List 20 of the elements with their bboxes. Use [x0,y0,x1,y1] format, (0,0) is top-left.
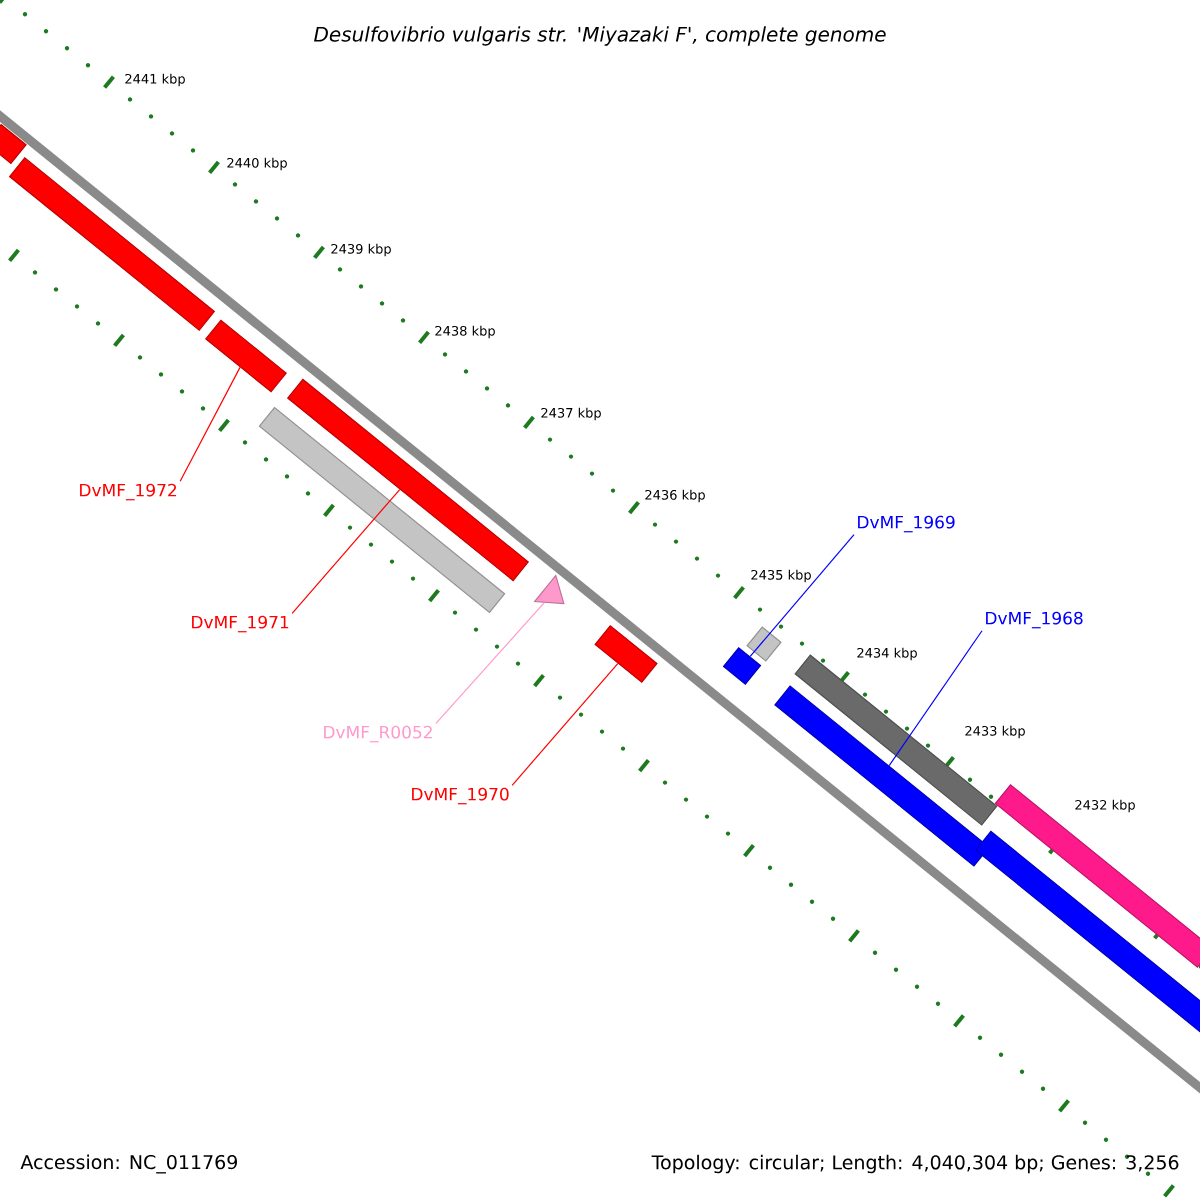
gene-label: DvMF_1972 [80,483,177,501]
leader-line [291,488,401,614]
leader-line [435,602,545,724]
leader-line [179,366,241,482]
gene-label: DvMF_1969 [858,515,955,533]
leader-line [511,662,619,786]
gene-bar [994,784,1200,968]
title: Desulfovibrio vulgaris str. 'Miyazaki F', complete genome [314,26,886,46]
gene-bar [258,406,506,614]
gene-label: DvMF_1970 [412,787,509,805]
gene-bar [722,647,762,685]
gene-label: DvMF_1968 [986,611,1083,629]
gene-bar [974,830,1200,1034]
footer-text: Accession: NC_011769 [20,1154,237,1174]
gene-label: DvMF_1971 [192,615,289,633]
gene-label: DvMF_R0052 [324,725,432,743]
leader-line [888,630,983,767]
gene-bar [746,626,782,662]
leader-line [749,534,855,657]
footer-text: Topology: circular; Length: 4,040,304 bp; Genes: 3,256 [651,1154,1179,1174]
